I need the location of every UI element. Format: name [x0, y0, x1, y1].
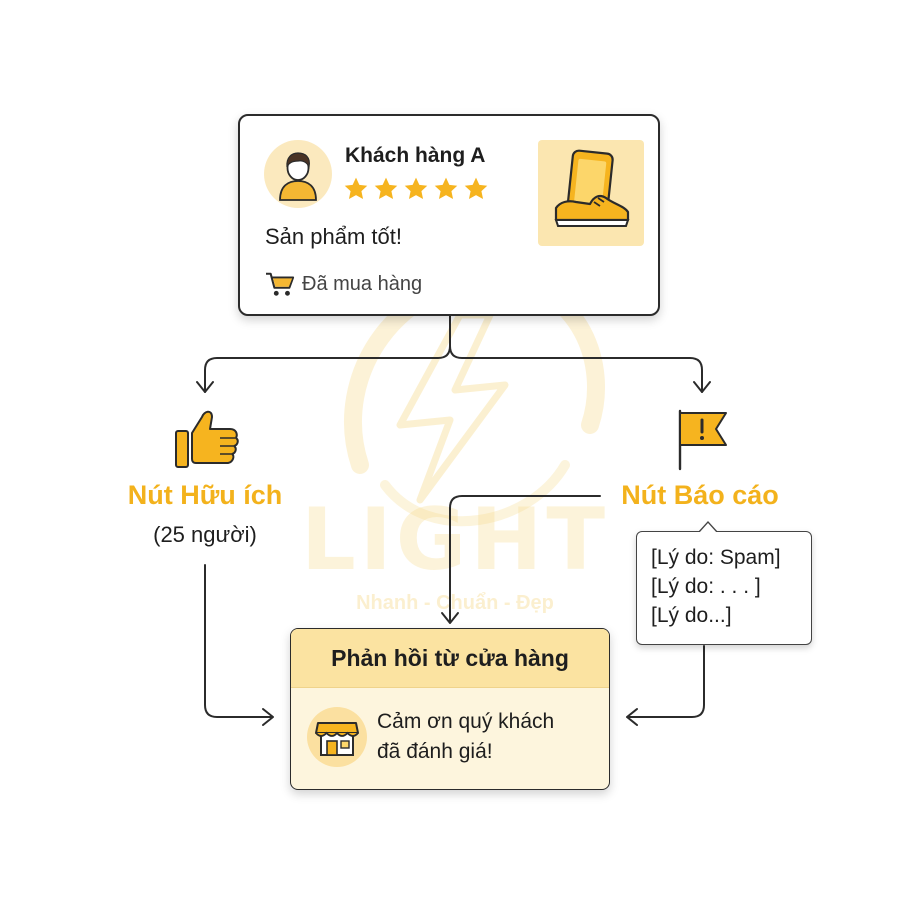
connector-report-to-reply [449, 495, 601, 623]
report-button-label[interactable]: Nút Báo cáo [621, 480, 779, 510]
connector-popup-to-reply [627, 645, 705, 718]
star-rating [343, 176, 489, 202]
connector-helpful-to-reply [204, 564, 273, 718]
star-icon [374, 177, 398, 199]
connector-card-split [204, 315, 451, 393]
report-reasons-popup: [Lý do: Spam] [Lý do: . . . ] [Lý do...] [636, 521, 812, 645]
watermark-slogan: Nhanh - Chuẩn - Đẹp [356, 592, 554, 614]
arrowhead-right [693, 381, 711, 393]
arrowhead-helpful-reply [262, 708, 274, 726]
purchase-badge: Đã mua hàng [264, 270, 422, 298]
review-card: Khách hàng A Sản phẩm tốt! Đã mua hàng [238, 114, 660, 316]
review-comment: Sản phẩm tốt! [265, 224, 402, 249]
report-flag-icon[interactable] [672, 407, 732, 471]
purchase-badge-label: Đã mua hàng [302, 272, 423, 295]
star-icon [404, 177, 428, 199]
thumbs-up-icon[interactable] [172, 405, 240, 471]
helpful-count: (25 người) [153, 522, 257, 547]
product-phone-shoe-icon [554, 149, 630, 227]
shopping-cart-icon [266, 272, 295, 296]
arrowhead-popup-reply [626, 708, 638, 726]
arrowhead-report-reply [441, 612, 459, 624]
star-icon [344, 177, 368, 199]
store-icon [315, 722, 359, 756]
product-thumbnail [538, 140, 644, 246]
store-avatar [307, 707, 367, 767]
user-avatar-icon [279, 152, 317, 201]
store-reply-line: Cảm ơn quý khách [377, 710, 555, 733]
store-reply-title: Phản hồi từ cửa hàng [291, 629, 609, 688]
star-icon [464, 177, 488, 199]
reviewer-name: Khách hàng A [345, 144, 486, 167]
watermark-brand: LIGHT [300, 490, 610, 590]
star-icon [434, 177, 458, 199]
avatar [264, 140, 332, 208]
store-reply-card: Phản hồi từ cửa hàng Cảm ơn quý khách đã… [290, 628, 610, 790]
connector-card-split-right [449, 345, 703, 393]
helpful-button-label[interactable]: Nút Hữu ích [127, 480, 283, 510]
arrowhead-left [196, 381, 214, 393]
store-reply-line: đã đánh giá! [377, 740, 493, 763]
report-reason-item[interactable]: [Lý do: Spam] [651, 546, 781, 569]
store-reply-message: Cảm ơn quý khách đã đánh giá! [377, 707, 554, 767]
report-reason-item[interactable]: [Lý do: . . . ] [651, 575, 761, 598]
report-reason-item[interactable]: [Lý do...] [651, 604, 732, 627]
